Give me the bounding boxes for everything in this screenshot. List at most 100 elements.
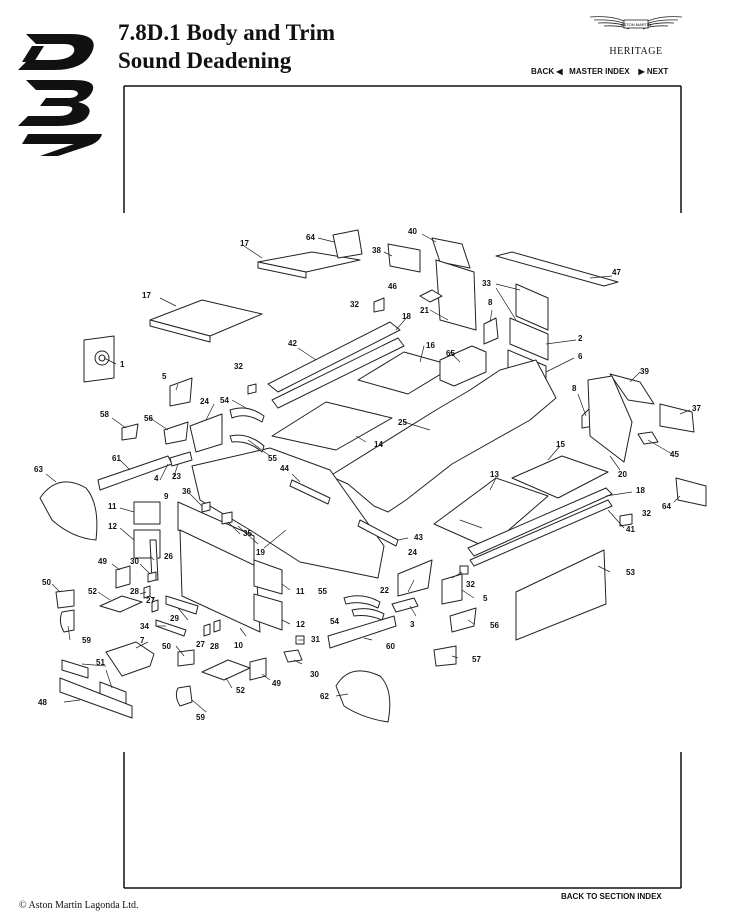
svg-text:ASTON MARTIN: ASTON MARTIN	[621, 22, 651, 27]
part-7	[105, 641, 155, 677]
part-label: 52	[236, 686, 245, 695]
part-52-left	[99, 595, 143, 613]
part-label: 32	[350, 300, 359, 309]
part-label: 31	[311, 635, 320, 644]
part-label: 21	[420, 306, 429, 315]
part-32-a	[373, 297, 385, 313]
part-label: 65	[446, 349, 455, 358]
next-link[interactable]: ▶ NEXT	[639, 67, 669, 76]
part-55-upper	[229, 434, 265, 453]
part-25	[329, 359, 557, 513]
part-64-top	[332, 229, 363, 259]
part-label: 63	[34, 465, 43, 474]
part-5-right	[441, 573, 463, 605]
part-label: 7	[140, 636, 145, 645]
part-11-right	[253, 559, 283, 595]
part-label: 18	[636, 486, 645, 495]
part-label: 59	[196, 713, 205, 722]
part-55-lower	[343, 595, 381, 609]
part-label: 5	[483, 594, 488, 603]
part-label: 50	[42, 578, 51, 587]
part-label: 54	[220, 396, 229, 405]
part-label: 20	[618, 470, 627, 479]
part-label: 43	[414, 533, 423, 542]
db7-logo-icon	[18, 34, 102, 156]
part-label: 8	[572, 384, 577, 393]
part-label: 27	[146, 596, 155, 605]
part-label: 44	[280, 464, 289, 473]
part-50-left	[55, 589, 75, 609]
part-28b	[213, 619, 221, 633]
part-label: 40	[408, 227, 417, 236]
part-label: 45	[670, 450, 679, 459]
part-37	[659, 403, 695, 433]
next-arrow-icon: ▶	[638, 67, 645, 76]
part-label: 12	[108, 522, 117, 531]
master-index-link[interactable]: MASTER INDEX	[569, 67, 630, 76]
part-label: 32	[234, 362, 243, 371]
part-label: 51	[96, 658, 105, 667]
part-29	[165, 595, 199, 615]
part-label: 28	[130, 587, 139, 596]
part-61	[97, 455, 173, 491]
part-label: 11	[108, 502, 117, 511]
part-label: 42	[288, 339, 297, 348]
part-2	[509, 317, 549, 361]
part-62	[335, 670, 391, 723]
part-label: 61	[112, 454, 121, 463]
page-title-line1: 7.8D.1 Body and Trim	[118, 20, 336, 45]
part-50-right	[177, 649, 195, 667]
part-18	[467, 487, 613, 557]
part-label: 4	[154, 474, 159, 483]
part-48	[59, 677, 133, 719]
part-label: 1	[120, 360, 125, 369]
part-53	[515, 549, 607, 641]
part-label: 16	[426, 341, 435, 350]
part-34	[155, 619, 187, 637]
part-59-right	[175, 685, 193, 707]
part-39	[609, 373, 655, 405]
part-32-b	[247, 383, 257, 395]
part-label: 38	[372, 246, 381, 255]
part-label: 9	[164, 492, 169, 501]
part-54-upper	[229, 407, 265, 423]
part-label: 41	[626, 525, 635, 534]
part-label: 32	[642, 509, 651, 518]
back-to-section-index-link[interactable]: BACK TO SECTION INDEX	[561, 892, 662, 901]
part-32-c	[619, 513, 633, 527]
part-label: 29	[170, 614, 179, 623]
part-8-upper	[483, 317, 499, 345]
part-63	[39, 481, 98, 541]
part-43	[357, 519, 399, 547]
part-label: 3	[410, 620, 415, 629]
part-label: 57	[472, 655, 481, 664]
part-13	[433, 477, 549, 549]
part-label: 64	[306, 233, 315, 242]
part-33a	[515, 283, 549, 331]
part-56-right	[449, 607, 477, 633]
part-label: 34	[140, 622, 149, 631]
part-45	[637, 431, 659, 445]
part-label: 24	[200, 397, 209, 406]
part-27b	[203, 623, 211, 637]
part-3	[391, 597, 419, 613]
part-21	[435, 259, 477, 331]
back-label: BACK	[531, 67, 555, 76]
part-label: 19	[256, 548, 265, 557]
part-label: 48	[38, 698, 47, 707]
part-label: 13	[490, 470, 499, 479]
part-49-left	[115, 565, 131, 589]
part-label: 36	[182, 487, 191, 496]
back-link[interactable]: BACK ◀	[531, 67, 563, 76]
part-label: 49	[272, 679, 281, 688]
part-label: 17	[240, 239, 249, 248]
part-label: 37	[692, 404, 701, 413]
part-52-right	[201, 659, 251, 681]
part-label: 5	[162, 372, 167, 381]
part-label: 26	[164, 552, 173, 561]
part-19	[191, 447, 385, 579]
part-14	[271, 401, 393, 451]
part-label: 30	[310, 670, 319, 679]
